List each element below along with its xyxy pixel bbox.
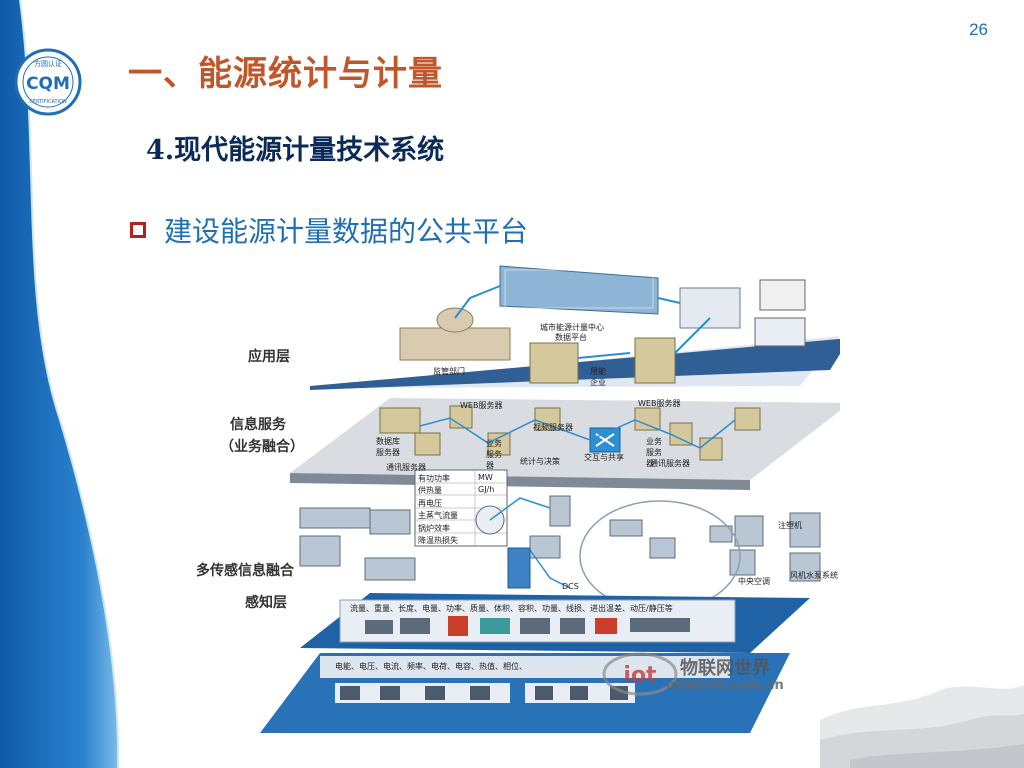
- measurement-strip-bottom: 电能、电压、电流、频率、电荷、电容、热值、相位、: [335, 662, 527, 671]
- layer-multi-sensor-label: 多传感信息融合: [196, 563, 294, 579]
- svg-text:iot: iot: [623, 663, 657, 688]
- table-cell: 供热量: [418, 486, 442, 495]
- dcs-label: DCS: [562, 582, 579, 591]
- biz-server-label-2: 业务服务器: [646, 437, 662, 468]
- fan-label: 风机水泵系统: [790, 571, 838, 580]
- stats-label: 统计与决策: [520, 457, 560, 466]
- air-label: 中央空调: [738, 577, 770, 586]
- db-server-label: 数据库服务器: [376, 437, 400, 457]
- video-server-label: 视频服务器: [533, 423, 573, 432]
- iotworld-watermark: iot 物联网世界 iotworld.com.cn: [600, 640, 800, 710]
- table-cell: 降温热损失: [418, 536, 458, 545]
- enterprise-label: 用能企业: [590, 367, 606, 387]
- square-bullet-icon: [130, 222, 146, 238]
- slide-title: 一、能源统计与计量: [128, 54, 443, 94]
- exchange-label: 交互与共享: [584, 453, 624, 462]
- web-server-label-2: WEB服务器: [638, 399, 681, 408]
- cqm-logo: 方圆认证 CQM CERTIFICATION: [14, 48, 82, 116]
- measurement-strip-top: 流量、重量、长度、电量、功率、质量、体积、容积、功量、线损、进出温差、动压/静压…: [350, 604, 673, 613]
- svg-text:CERTIFICATION: CERTIFICATION: [29, 99, 67, 105]
- bullet-item: 建设能源计量数据的公共平台: [130, 210, 528, 250]
- table-cell: 锅炉效率: [418, 524, 450, 533]
- svg-text:CQM: CQM: [26, 74, 70, 94]
- comm-server-label-2: 通讯服务器: [650, 459, 690, 468]
- center-sub-label: 数据平台: [555, 333, 587, 342]
- table-cell: 再电压: [418, 499, 442, 508]
- layer-info-service-label: 信息服务: [230, 417, 286, 433]
- comm-server-label-1: 通讯服务器: [386, 463, 426, 472]
- center-label: 城市能源计量中心: [540, 323, 604, 332]
- table-cell: MW: [478, 473, 493, 482]
- bullet-text: 建设能源计量数据的公共平台: [164, 215, 529, 248]
- watermark-main: 物联网世界: [680, 658, 770, 679]
- ink-hills-decor: [820, 685, 1024, 768]
- architecture-diagram: 应用层 信息服务 （业务融合） 多传感信息融合 感知层 城市能源计量中心 数据平…: [190, 258, 840, 738]
- page-number: 26: [969, 20, 988, 39]
- layer-perception-label: 感知层: [245, 595, 287, 611]
- layer-application-label: 应用层: [248, 349, 290, 365]
- biz-server-label-1: 业务服务器: [486, 439, 502, 470]
- web-server-label-1: WEB服务器: [460, 401, 503, 410]
- svg-text:方圆认证: 方圆认证: [34, 59, 62, 68]
- regulator-label: 监管部门: [433, 367, 465, 376]
- layer-info-service-sub-label: （业务融合）: [220, 439, 304, 455]
- table-cell: 主蒸气流量: [418, 511, 458, 520]
- boiler-label: 注塑机: [778, 521, 802, 530]
- side-decor-band: [0, 0, 120, 768]
- watermark-url: iotworld.com.cn: [666, 678, 784, 693]
- diagram-graphic: [260, 265, 840, 733]
- table-cell: GJ/h: [478, 485, 495, 494]
- iot-logo-icon: iot: [602, 652, 678, 696]
- slide-subtitle: 4.现代能源计量技术系统: [146, 135, 445, 166]
- table-cell: 有功功率: [418, 474, 450, 483]
